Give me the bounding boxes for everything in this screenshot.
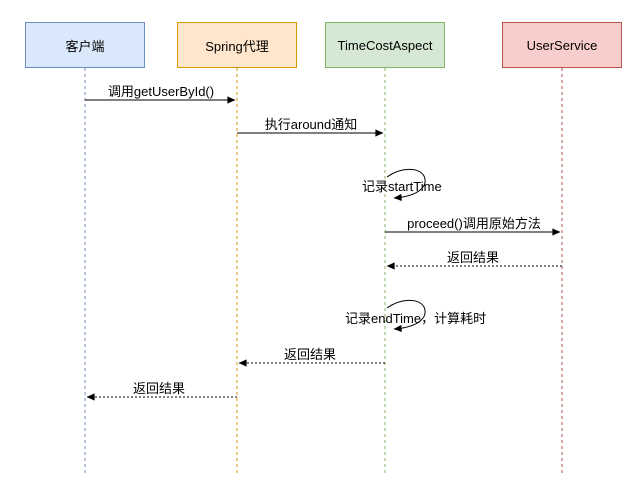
message-label-call-getuserbyid: 调用getUserById() [107,84,215,99]
message-label-return-to-proxy: 返回结果 [283,347,337,362]
participant-spring-proxy-label: Spring代理 [205,38,269,54]
participant-client-label: 客户端 [65,38,105,54]
message-label-proceed: proceed()调用原始方法 [407,216,541,231]
participant-user-service: UserService [502,22,622,68]
message-label-record-starttime: 记录startTime [362,179,442,194]
message-label-return-to-aspect: 返回结果 [446,250,500,265]
message-arrow-record-endtime [386,299,426,333]
message-label-around-advice: 执行around通知 [264,117,358,132]
participant-spring-proxy: Spring代理 [177,22,297,68]
message-arrow-record-starttime [386,168,426,202]
message-label-record-endtime: 记录endTime，计算耗时 [345,311,487,326]
participant-client: 客户端 [25,22,145,68]
participant-time-cost-aspect-label: TimeCostAspect [337,37,433,53]
participant-time-cost-aspect: TimeCostAspect [325,22,445,68]
participant-user-service-label: UserService [526,37,598,53]
message-label-return-to-client: 返回结果 [132,381,186,396]
